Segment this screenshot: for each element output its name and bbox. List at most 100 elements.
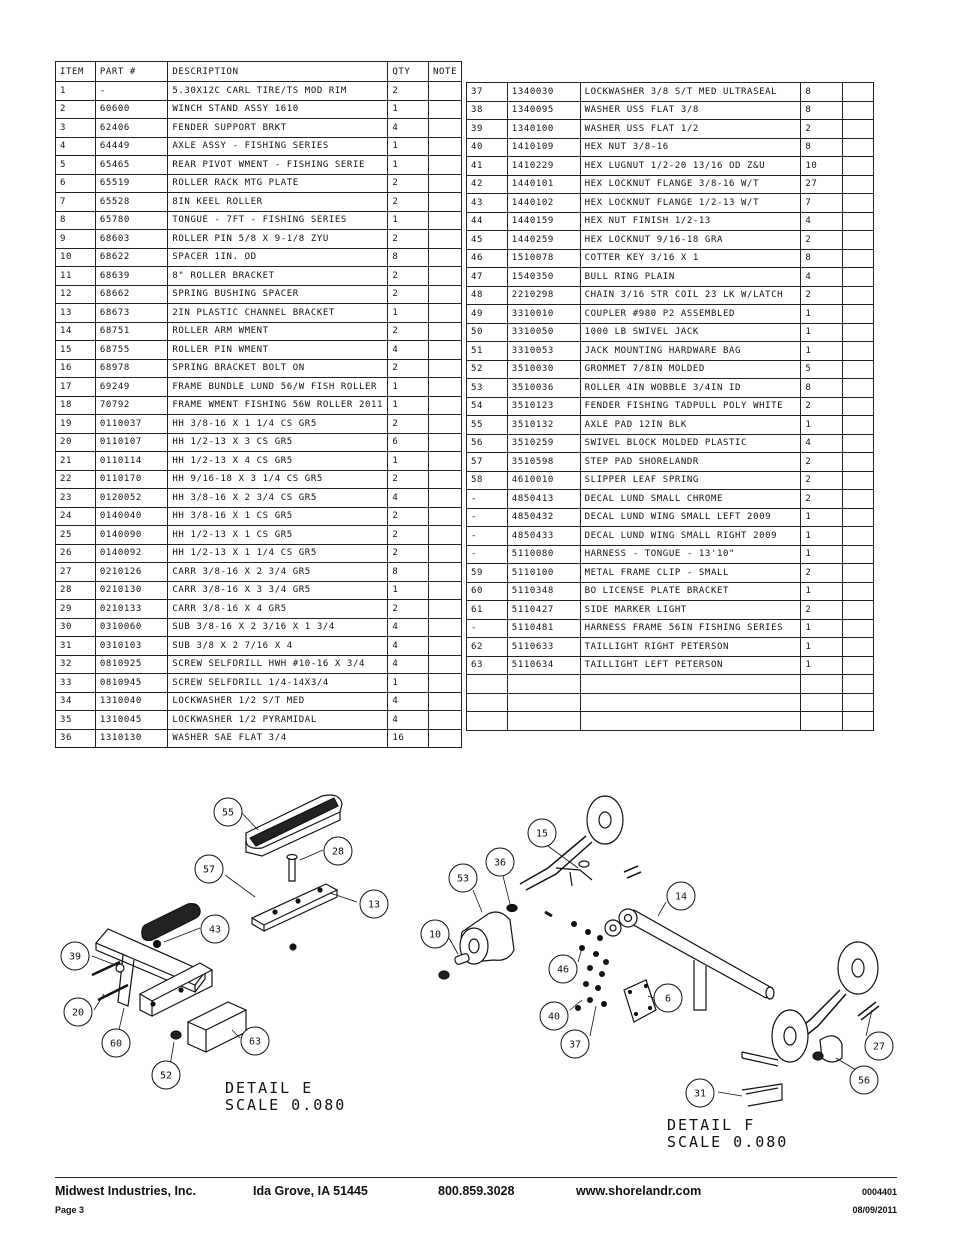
part-number-cell: 5110481 [506, 618, 581, 638]
qty-cell: 1 [800, 618, 844, 638]
note-cell [428, 580, 462, 600]
item-cell: 30 [55, 617, 96, 637]
item-cell: 59 [466, 563, 508, 583]
roller-assembly-top [519, 795, 624, 891]
note-cell [842, 470, 874, 490]
qty-cell: 4 [387, 654, 430, 674]
item-cell: 20 [55, 432, 96, 452]
description-cell: SUB 3/8 X 2 7/16 X 4 [167, 636, 389, 656]
item-cell: 10 [55, 247, 96, 267]
footer-phone: 800.859.3028 [438, 1184, 515, 1198]
callout-circle [240, 1026, 270, 1056]
description-cell: HH 3/8-16 X 2 3/4 CS GR5 [167, 488, 389, 508]
footer-location: Ida Grove, IA 51445 [253, 1184, 368, 1198]
description-cell: LOCKWASHER 1/2 S/T MED [167, 691, 389, 711]
note-cell [428, 543, 462, 563]
part-number-cell: 62406 [94, 118, 169, 138]
item-cell: 47 [466, 267, 508, 287]
qty-cell: 4 [387, 118, 430, 138]
part-number-cell: 0210126 [94, 562, 169, 582]
item-cell: 51 [466, 341, 508, 361]
note-cell [842, 230, 874, 250]
part-number-cell: 68622 [94, 247, 169, 267]
description-cell: WASHER USS FLAT 1/2 [579, 119, 802, 139]
part-number-cell: 68978 [94, 358, 169, 378]
qty-cell: 6 [387, 432, 430, 452]
note-cell [842, 433, 874, 453]
callout-circle [485, 847, 515, 877]
callout-label: 63 [249, 1037, 261, 1048]
qty-cell: 8 [387, 562, 430, 582]
description-cell: JACK MOUNTING HARDWARE BAG [579, 341, 802, 361]
qty-cell [800, 674, 844, 694]
note-cell [428, 99, 462, 119]
description-cell: BO LICENSE PLATE BRACKET [579, 581, 802, 601]
description-cell: HH 3/8-16 X 1 CS GR5 [167, 506, 389, 526]
part-number-cell: 5110427 [506, 600, 581, 620]
note-cell [842, 711, 874, 731]
qty-cell: 1 [387, 377, 430, 397]
note-cell [842, 396, 874, 416]
description-cell: TAILLIGHT LEFT PETERSON [579, 655, 802, 675]
qty-cell: 8 [800, 248, 844, 268]
note-cell [842, 359, 874, 379]
description-cell: HEX LOCKNUT FLANGE 3/8-16 W/T [579, 174, 802, 194]
note-cell [428, 358, 462, 378]
description-cell: TAILLIGHT RIGHT PETERSON [579, 637, 802, 657]
qty-cell: 2 [387, 173, 430, 193]
item-cell: 56 [466, 433, 508, 453]
qty-cell: 1 [800, 526, 844, 546]
callout-circle [653, 983, 683, 1013]
item-cell: 3 [55, 118, 96, 138]
item-cell: 37 [466, 82, 508, 102]
header-part-number: PART # [94, 61, 169, 82]
qty-cell: 4 [800, 433, 844, 453]
table-header-row: ITEM PART # DESCRIPTION QTY NOTE [55, 61, 462, 82]
callout-bubble: 20 [63, 997, 93, 1027]
note-cell [428, 303, 462, 323]
callout-label: 55 [222, 808, 234, 819]
qty-cell: 8 [387, 247, 430, 267]
description-cell: CARR 3/8-16 X 3 3/4 GR5 [167, 580, 389, 600]
note-cell [428, 488, 462, 508]
part-number-cell: 65519 [94, 173, 169, 193]
part-number-cell: 4850413 [506, 489, 581, 509]
description-cell: LOCKWASHER 3/8 S/T MED ULTRASEAL [579, 82, 802, 102]
part-number-cell: 3510030 [506, 359, 581, 379]
item-cell: 4 [55, 136, 96, 156]
note-cell [842, 137, 874, 157]
item-cell: - [466, 489, 508, 509]
description-cell: ROLLER PIN WMENT [167, 340, 389, 360]
note-cell [842, 341, 874, 361]
description-cell: HEX LOCKNUT 9/16-18 GRA [579, 230, 802, 250]
qty-cell: 1 [387, 303, 430, 323]
item-cell: 2 [55, 99, 96, 119]
qty-cell: 1 [387, 395, 430, 415]
note-cell [842, 526, 874, 546]
qty-cell: 7 [800, 193, 844, 213]
description-cell: LOCKWASHER 1/2 PYRAMIDAL [167, 710, 389, 730]
note-cell [428, 377, 462, 397]
description-cell: SUB 3/8-16 X 2 3/16 X 1 3/4 [167, 617, 389, 637]
item-cell: 9 [55, 229, 96, 249]
part-number-cell: 1440159 [506, 211, 581, 231]
callout-label: 52 [160, 1071, 172, 1082]
detail-f-scale: SCALE 0.080 [667, 1133, 788, 1151]
item-cell: - [466, 507, 508, 527]
part-number-cell: 70792 [94, 395, 169, 415]
part-number-cell: 68639 [94, 266, 169, 286]
part-number-cell: 5110634 [506, 655, 581, 675]
part-number-cell: 1410109 [506, 137, 581, 157]
item-cell: 25 [55, 525, 96, 545]
